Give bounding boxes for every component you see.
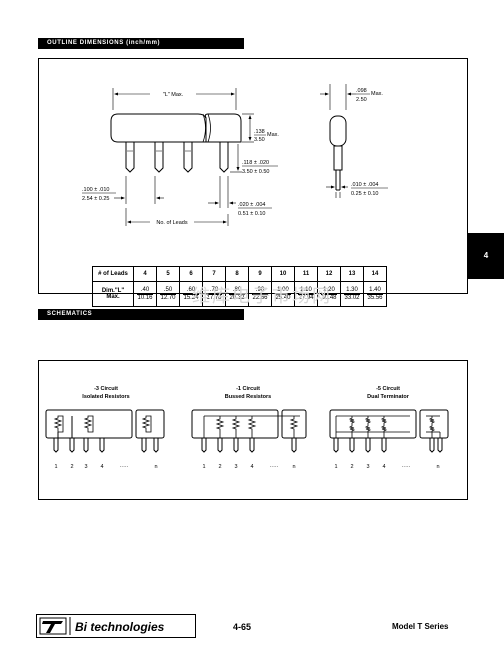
circuit-1-subtitle: Bussed Resistors (225, 394, 271, 400)
table-cell: 12 (317, 266, 341, 282)
no-of-leads-label: No. of Leads (156, 220, 187, 226)
company-logo: Bi technologies (36, 614, 196, 638)
isolated-resistor-schematic (45, 409, 165, 453)
section-tab: 4 (468, 233, 504, 279)
schematic-drawings: -3 Circuit Isolated Resistors -1 Circuit… (45, 386, 449, 470)
lead-thickness-mm: 0.25 ± 0.10 (351, 191, 378, 197)
lead-width-inch: .020 ± .004 (238, 202, 265, 208)
table-cell: 10 (271, 266, 295, 282)
table-cell: 6 (179, 266, 203, 282)
l-max-label: "L" Max. (163, 92, 184, 98)
outline-drawing: "L" Max. .138 3.50 Max. .118 ± .020 3.50… (82, 84, 388, 226)
pin-label: 1 (54, 464, 57, 470)
circuit-1-title: -1 Circuit (236, 386, 260, 392)
circuit-5-title: -5 Circuit (376, 386, 400, 392)
pin-n-label: n (154, 464, 157, 470)
pin-label: 4 (100, 464, 103, 470)
schematics-panel (38, 360, 468, 500)
dim-max-label: Max. (106, 294, 120, 300)
outline-dimensions-header: OUTLINE DIMENSIONS (inch/mm) (38, 38, 244, 49)
leads-header: # of Leads (92, 266, 134, 282)
ellipsis-label: ····· (269, 464, 278, 470)
table-cell: 14 (363, 266, 387, 282)
watermark: 维库电子市场网 (192, 286, 332, 307)
dual-terminator-schematic (329, 409, 449, 453)
dim-header: Dim."L"Max. (92, 281, 134, 307)
dim-label: Dim."L" (101, 288, 125, 294)
table-cell: 7 (202, 266, 226, 282)
pin-n-label: n (436, 464, 439, 470)
table-cell: 8 (225, 266, 249, 282)
lead-length-inch: .118 ± .020 (242, 160, 269, 166)
pitch-mm: 2.54 ± 0.25 (82, 196, 109, 202)
height-inch: .138 (254, 129, 265, 135)
lead-width-mm: 0.51 ± 0.10 (238, 211, 265, 217)
thickness-mm: 2.50 (356, 97, 367, 103)
height-mm: 3.50 (254, 137, 265, 143)
circuit-3-subtitle: Isolated Resistors (82, 394, 129, 400)
pin-label: 3 (84, 464, 87, 470)
pin-label: 4 (382, 464, 385, 470)
thickness-inch: .098 (356, 88, 367, 94)
bi-logo-icon (39, 617, 67, 635)
ellipsis-label: ····· (119, 464, 128, 470)
table-row: # of Leads 4 5 6 7 8 9 10 11 12 13 14 (92, 266, 387, 282)
height-suffix: Max. (267, 132, 279, 138)
ellipsis-label: ····· (401, 464, 410, 470)
lead-thickness-inch: .010 ± .004 (351, 182, 378, 188)
thickness-suffix: Max. (371, 91, 383, 97)
table-cell: 11 (294, 266, 318, 282)
logo-text: Bi technologies (75, 620, 165, 634)
pin-label: 1 (334, 464, 337, 470)
table-cell: 13 (340, 266, 364, 282)
series-title: Model T Series (392, 622, 449, 631)
pitch-inch: .100 ± .010 (82, 187, 109, 193)
pin-label: 3 (234, 464, 237, 470)
bussed-resistor-schematic (191, 409, 307, 453)
circuit-3-title: -3 Circuit (94, 386, 118, 392)
lead-length-mm: 3.50 ± 0.50 (242, 169, 269, 175)
dimensions-table: # of Leads 4 5 6 7 8 9 10 11 12 13 14 Di… (92, 266, 387, 307)
pin-label: 2 (350, 464, 353, 470)
circuit-5-subtitle: Dual Terminator (367, 394, 410, 400)
pin-label: 1 (202, 464, 205, 470)
pin-label: 2 (218, 464, 221, 470)
page-number: 4-65 (233, 622, 252, 632)
pin-label: 4 (250, 464, 253, 470)
pin-n-label: n (292, 464, 295, 470)
table-cell: 9 (248, 266, 272, 282)
schematics-header: SCHEMATICS (38, 309, 244, 320)
table-cell: 4 (133, 266, 157, 282)
pin-label: 2 (70, 464, 73, 470)
pin-label: 3 (366, 464, 369, 470)
table-cell: 5 (156, 266, 180, 282)
